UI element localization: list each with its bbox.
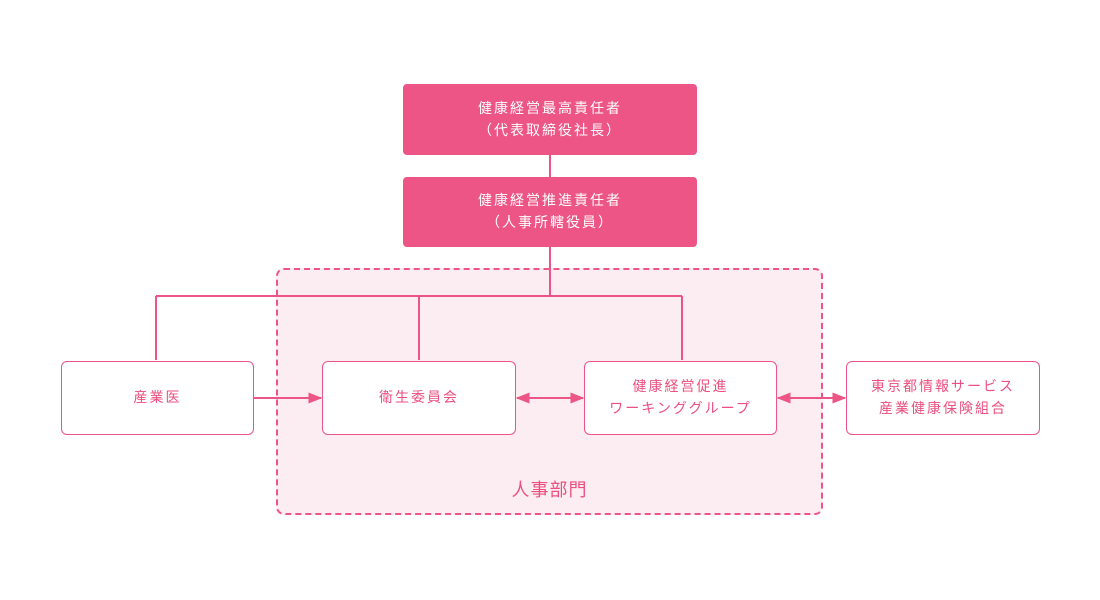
node-working-group-line2: ワーキンググループ <box>609 401 752 417</box>
node-chief-health-officer: 健康経営最高責任者 （代表取締役社長） <box>403 84 697 155</box>
node-health-committee-label: 衛生委員会 <box>379 390 459 406</box>
node-health-promotion-officer-title: 健康経営推進責任者 <box>478 193 622 209</box>
node-health-insurance-union-line1: 東京都情報サービス <box>871 379 1015 395</box>
node-chief-health-officer-role: （代表取締役社長） <box>478 122 622 139</box>
node-chief-health-officer-title: 健康経営最高責任者 <box>478 100 622 117</box>
node-working-group-line1: 健康経営促進 <box>632 379 729 395</box>
hr-department-label: 人事部門 <box>511 480 588 501</box>
node-working-group: 健康経営促進 ワーキンググループ <box>584 361 777 435</box>
node-health-insurance-union: 東京都情報サービス 産業健康保険組合 <box>846 361 1040 435</box>
node-industrial-physician: 産業医 <box>61 361 254 435</box>
node-health-committee: 衛生委員会 <box>322 361 516 435</box>
node-health-insurance-union-line2: 産業健康保険組合 <box>879 401 1007 417</box>
node-health-promotion-officer: 健康経営推進責任者 （人事所轄役員） <box>403 177 697 247</box>
node-health-promotion-officer-role: （人事所轄役員） <box>486 215 614 231</box>
node-industrial-physician-label: 産業医 <box>133 390 182 406</box>
